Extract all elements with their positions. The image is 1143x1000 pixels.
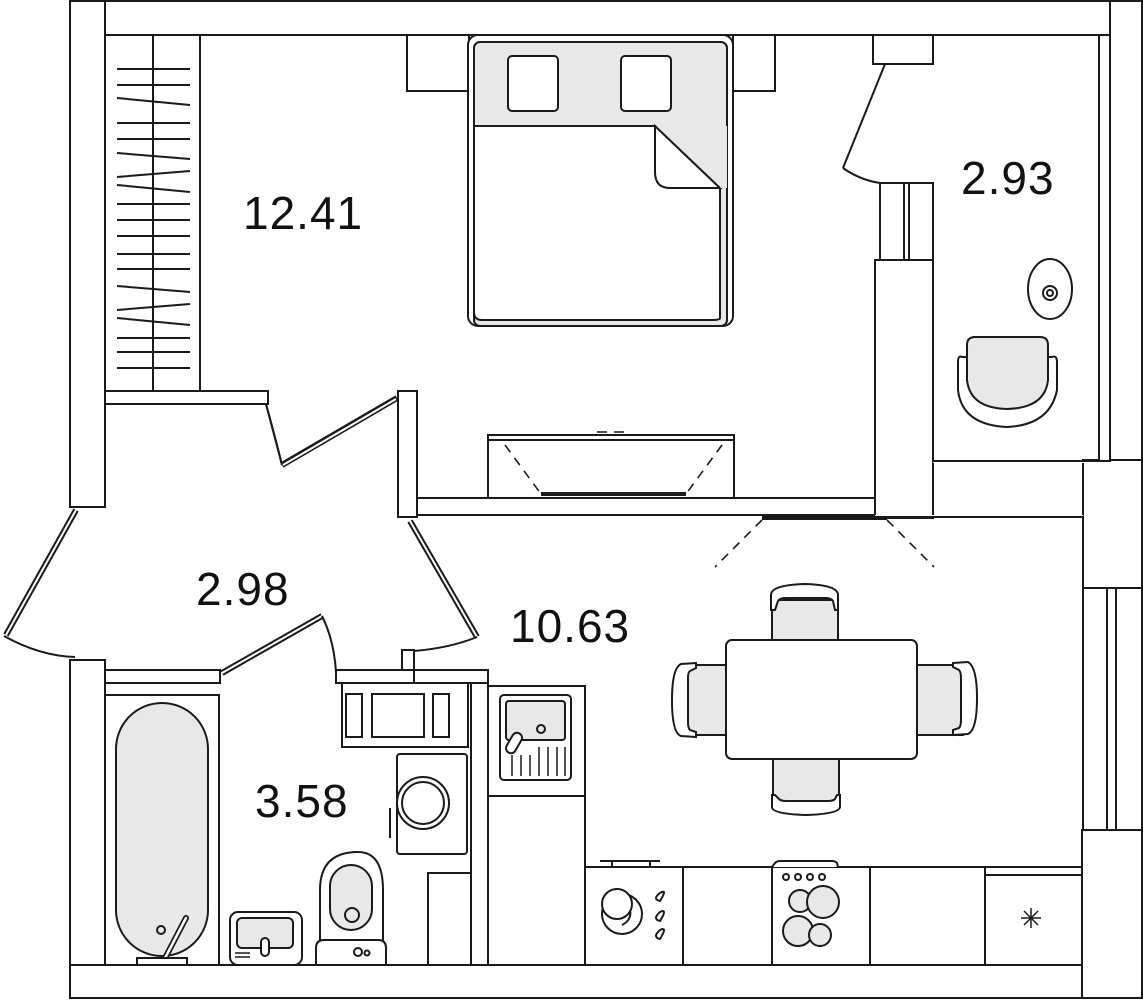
dining-table-icon (670, 582, 979, 817)
door-icon[interactable] (265, 395, 399, 468)
room-hallway: 2.98 (3, 508, 480, 676)
bathtub-icon (104, 694, 220, 966)
stove-icon (771, 860, 840, 947)
nightstand-icon (406, 34, 470, 92)
nightstand-icon (732, 34, 776, 92)
chair-icon (770, 582, 839, 646)
toilet-icon (315, 850, 387, 966)
bed-icon (467, 34, 734, 327)
room-kitchen-living: 10.63 (487, 516, 1083, 966)
washing-machine-icon (389, 753, 468, 855)
door-icon[interactable] (842, 63, 886, 184)
pillow-icon (620, 55, 672, 112)
kitchen-sink-icon (499, 694, 572, 781)
chair-icon (771, 754, 841, 817)
room-wc: 2.93 (842, 63, 1073, 429)
fridge-icon (1021, 908, 1041, 928)
window-icon (1082, 34, 1143, 831)
wardrobe-icon (104, 34, 201, 392)
area-label-bathroom: 3.58 (255, 775, 349, 827)
area-label-kitchen-living: 10.63 (510, 600, 630, 652)
tv-icon (714, 516, 935, 568)
sink-icon (229, 911, 303, 966)
room-bathroom: 3.58 (104, 649, 489, 966)
shelf-icon (341, 682, 469, 748)
dishwasher-icon (600, 860, 665, 941)
area-label-wc: 2.93 (961, 152, 1055, 204)
tv-stand-icon (487, 431, 735, 499)
toilet-icon (957, 336, 1058, 429)
door-icon[interactable] (220, 613, 337, 676)
exterior-walls (69, 0, 1143, 999)
shower-drain-icon (1027, 258, 1073, 320)
area-label-bedroom: 12.41 (243, 187, 363, 239)
entrance-door-icon[interactable] (3, 508, 79, 658)
room-bedroom: 12.41 (104, 34, 1110, 519)
area-label-hallway: 2.98 (196, 563, 290, 615)
pillow-icon (507, 55, 559, 112)
chair-icon (912, 660, 979, 737)
door-icon[interactable] (407, 519, 480, 652)
